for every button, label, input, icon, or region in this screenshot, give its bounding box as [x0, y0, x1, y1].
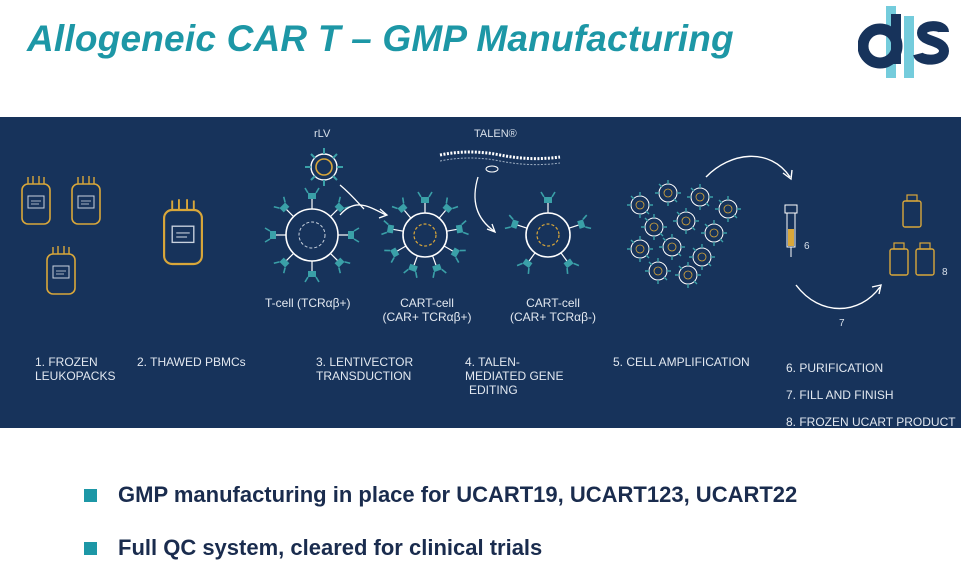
- cart2-label-line2: (CAR+ TCRαβ-): [510, 310, 596, 324]
- bullet-square-icon: [84, 488, 97, 502]
- step-2-caption: 2. THAWED PBMCs: [137, 355, 246, 369]
- talen-dna-icon: [439, 150, 561, 173]
- talen-label: TALEN®: [474, 128, 517, 140]
- step-4-line3: EDITING: [469, 383, 518, 397]
- step-5-line1: 5. CELL AMPLIFICATION: [613, 355, 750, 369]
- step-2-line1: 2. THAWED PBMCs: [137, 355, 246, 369]
- step-1-line1: 1. FROZEN: [35, 355, 98, 369]
- cart2-label-line1: CART-cell: [526, 296, 580, 310]
- edited-cart-cell-icon: [504, 191, 592, 275]
- product-vials-icon: [889, 194, 935, 276]
- step-number-6: 6: [804, 241, 810, 252]
- purification-arrow: [705, 155, 791, 178]
- bullet-item: Full QC system, cleared for clinical tri…: [84, 531, 797, 565]
- cart2-label: CART-cell (CAR+ TCRαβ-): [498, 296, 608, 324]
- step-6-line: 6. PURIFICATION: [786, 361, 884, 375]
- step-number-7: 7: [839, 318, 845, 329]
- pbmc-bag-icon: [163, 198, 203, 266]
- cart-cell-icon: [380, 191, 470, 279]
- purification-column-icon: [784, 204, 798, 257]
- cart1-label-line2: (CAR+ TCRαβ+): [382, 310, 472, 324]
- slide-title: Allogeneic CAR T – GMP Manufacturing: [27, 18, 734, 59]
- cart1-label-line1: CART-cell: [400, 296, 454, 310]
- step-4-line1: 4. TALEN-: [465, 355, 520, 369]
- step-6-8-caption: 6. PURIFICATION 7. FILL AND FINISH 8. FR…: [786, 355, 956, 436]
- cls-logo-icon: [858, 6, 950, 78]
- lentivirus-icon: [305, 148, 343, 186]
- step-4-caption: 4. TALEN- MEDIATED GENE EDITING: [465, 355, 563, 397]
- step-number-8: 8: [942, 267, 948, 278]
- step-8-line: 8. FROZEN UCART PRODUCT: [786, 415, 956, 429]
- step-4-line2: MEDIATED GENE: [465, 369, 564, 383]
- transduction-arrow: [339, 204, 387, 216]
- fill-arrow: [795, 284, 881, 310]
- rlv-label: rLV: [314, 128, 331, 140]
- step-3-line1: 3. LENTIVECTOR: [316, 355, 414, 369]
- step-1-line2: LEUKOPACKS: [35, 369, 116, 383]
- step-3-line2: TRANSDUCTION: [316, 369, 412, 383]
- manufacturing-diagram-panel: rLV TALEN® T-cell (TCRαβ+) CART-cell (CA…: [0, 117, 961, 429]
- bullet-text-gmp: GMP manufacturing in place for UCART19, …: [118, 482, 798, 507]
- cart1-label: CART-cell (CAR+ TCRαβ+): [372, 296, 482, 324]
- diagram-graphics: [21, 148, 935, 310]
- t-cell-icon: [264, 187, 360, 283]
- tcell-label: T-cell (TCRαβ+): [265, 296, 351, 310]
- bullet-item: GMP manufacturing in place for UCART19, …: [84, 478, 797, 512]
- bullet-square-icon: [84, 541, 97, 555]
- step-5-caption: 5. CELL AMPLIFICATION: [613, 355, 750, 369]
- bullet-list: GMP manufacturing in place for UCART19, …: [84, 478, 797, 584]
- bullet-text-qc: Full QC system, cleared for clinical tri…: [118, 535, 543, 560]
- cell-cluster-icon: [626, 179, 742, 289]
- step-1-caption: 1. FROZEN LEUKOPACKS: [35, 355, 115, 383]
- step-3-caption: 3. LENTIVECTOR TRANSDUCTION: [316, 355, 413, 383]
- leukopack-bag-icon: [21, 175, 101, 295]
- editing-arrow: [474, 176, 495, 232]
- step-7-line: 7. FILL AND FINISH: [786, 388, 894, 402]
